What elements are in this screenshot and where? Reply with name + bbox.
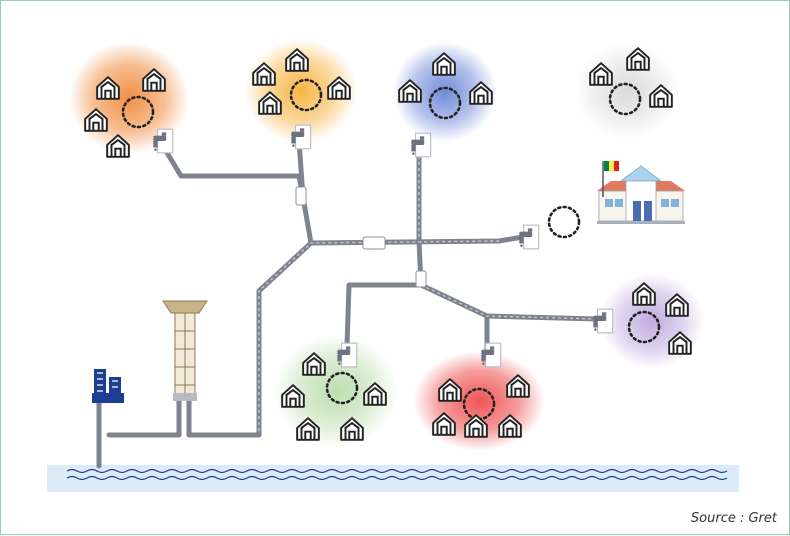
cluster-halo-yellow bbox=[245, 39, 357, 143]
branch-south-pipe bbox=[416, 238, 490, 352]
public-fountain-circle-icon bbox=[121, 95, 155, 129]
public-fountain-circle-icon bbox=[627, 310, 661, 344]
branch-orange-pipe bbox=[160, 143, 306, 200]
pumping-station-icon bbox=[92, 369, 124, 403]
water-meter-icon bbox=[295, 186, 427, 288]
water-tap-icon bbox=[480, 342, 502, 368]
public-fountain-circle-icon bbox=[289, 78, 323, 112]
flag-icon bbox=[602, 161, 619, 197]
public-fountain-circle-icon bbox=[428, 86, 462, 120]
water-tower-icon bbox=[162, 300, 208, 401]
water-tap-icon bbox=[410, 132, 432, 158]
public-fountain-circle-icon bbox=[547, 205, 581, 239]
service-circles bbox=[121, 78, 661, 421]
cluster-halos bbox=[69, 39, 704, 451]
river-icon bbox=[47, 465, 739, 492]
school-building-icon bbox=[597, 165, 685, 224]
public-fountain-circle-icon bbox=[325, 371, 359, 405]
pipe-highlight bbox=[258, 151, 598, 431]
water-tap-icon bbox=[592, 308, 614, 334]
cluster-halo-blue bbox=[393, 42, 497, 142]
source-caption: Source : Gret bbox=[690, 511, 777, 526]
public-fountain-circle-icon bbox=[608, 82, 642, 116]
water-tap-icon bbox=[518, 224, 540, 250]
pump-to-tower-pipe bbox=[106, 396, 182, 438]
branch-green-pipe bbox=[344, 282, 424, 349]
